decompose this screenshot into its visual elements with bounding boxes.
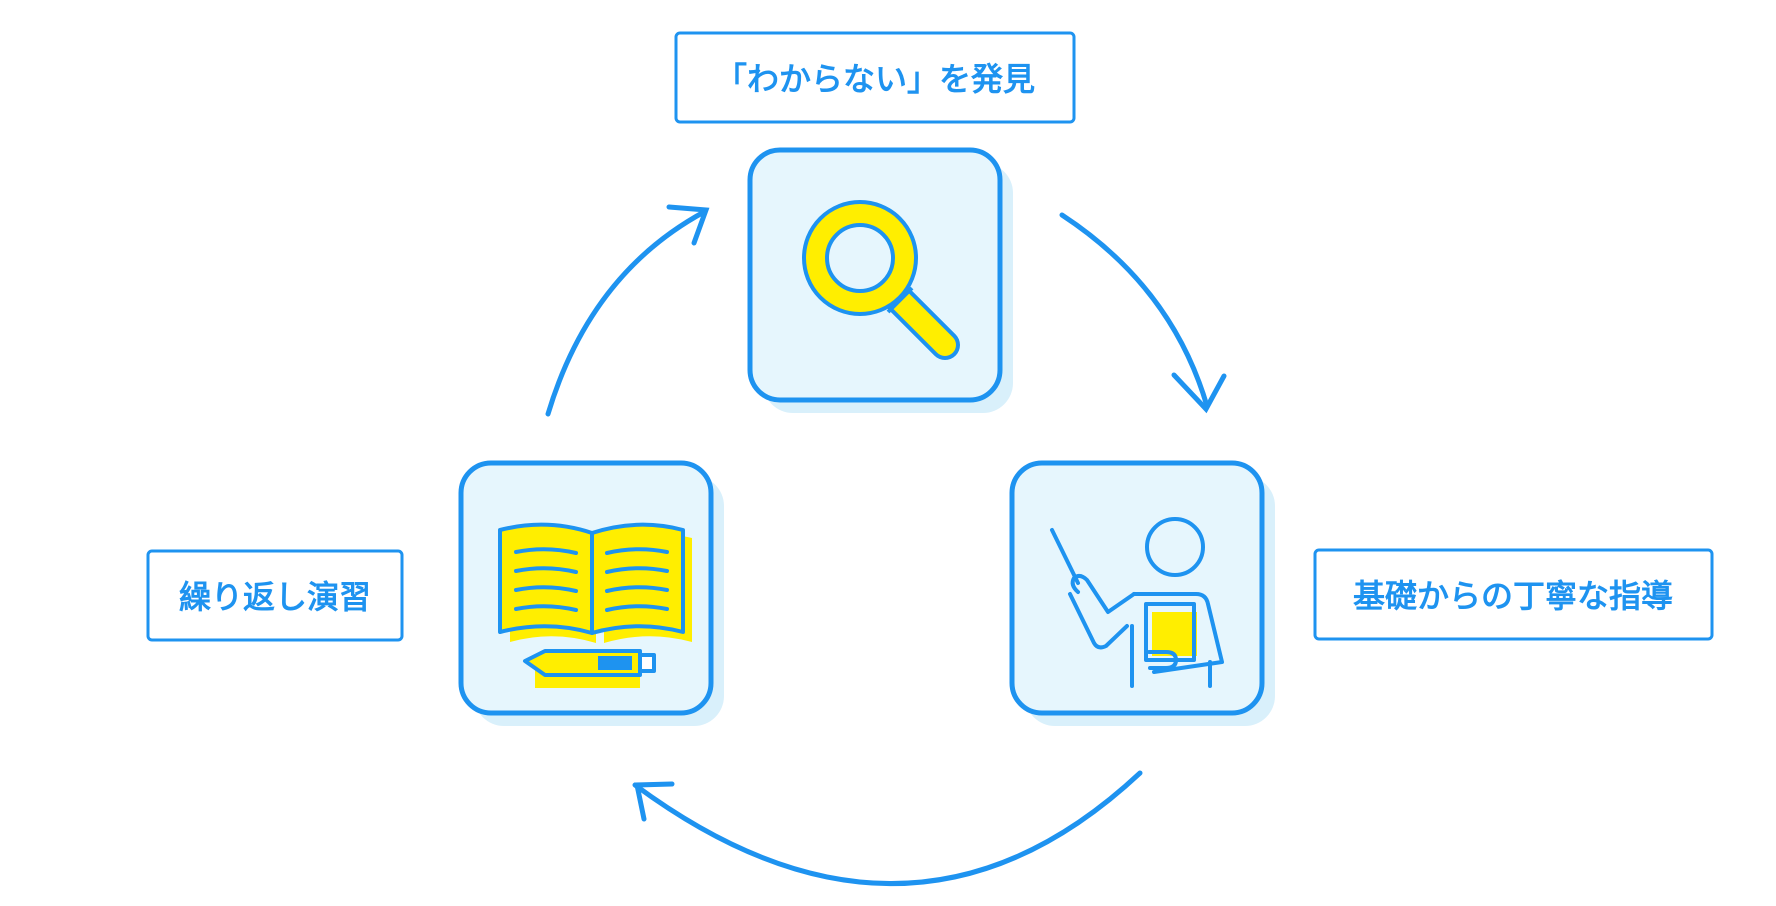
teacher-pointer-icon: [1050, 517, 1224, 688]
step-guidance: 基礎からの丁寧な指導: [1009, 460, 1714, 726]
arrow-discover-to-guidance: [1059, 212, 1227, 414]
open-book-pencil-icon: [498, 522, 692, 688]
step-practice-label: 繰り返し演習: [179, 578, 371, 616]
step-guidance-panel: [1009, 460, 1265, 716]
magnifying-glass-icon: [802, 200, 960, 360]
step-discover-label-box: [674, 31, 1076, 124]
step-discover: 「わからない」を発見: [674, 31, 1076, 413]
cycle-arrows: [545, 204, 1227, 887]
step-practice: 繰り返し演習: [146, 460, 724, 726]
step-discover-label: 「わからない」を発見: [715, 60, 1035, 98]
arrow-guidance-to-practice: [632, 770, 1143, 887]
step-guidance-label-box: [1313, 548, 1714, 641]
arrow-practice-to-discover: [545, 204, 710, 417]
step-guidance-label: 基礎からの丁寧な指導: [1353, 577, 1673, 615]
step-practice-label-box: [146, 549, 404, 642]
